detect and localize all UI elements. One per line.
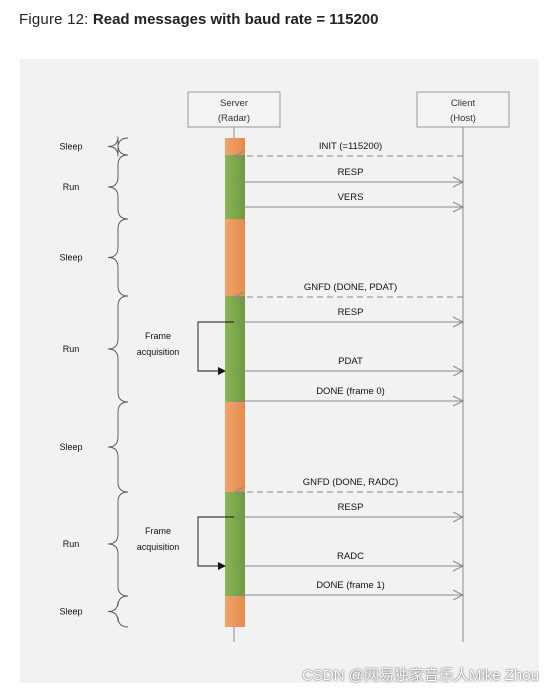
message-11: DONE (frame 1) [234,580,465,601]
phase-brace [107,136,129,157]
message-arrowhead [452,395,465,407]
activation-bar-sleep [225,596,245,627]
server-role: (Radar) [218,113,250,124]
message-arrowhead [452,316,465,328]
activation-bars [225,138,245,627]
phase-label-sleep: Sleep [59,607,82,617]
frame-label-line1: Frame [145,331,171,341]
frame-label-line2: acquisition [137,347,180,357]
message-arrowhead [452,560,465,572]
phase-brace [107,218,129,297]
message-label: RESP [338,502,364,513]
message-arrowhead [232,150,245,162]
message-arrowhead [232,486,245,498]
phase-brace [107,295,129,403]
phase-label-sleep: Sleep [59,253,82,263]
message-4: GNFD (DONE, PDAT) [232,282,463,303]
phase-brace [107,491,129,597]
message-6: PDAT [234,356,465,377]
activation-bar-sleep [225,402,245,492]
message-label: DONE (frame 1) [316,580,385,591]
message-arrowhead [452,365,465,377]
phase-brace [107,595,129,628]
phase-brace [107,401,129,493]
message-label: PDAT [338,356,363,367]
message-arrowhead [452,511,465,523]
phase-label-sleep: Sleep [59,442,82,452]
message-7: DONE (frame 0) [234,386,465,407]
message-arrowhead [452,176,465,188]
phase-brace [107,154,129,220]
message-label: GNFD (DONE, PDAT) [304,282,397,293]
message-label: VERS [338,192,364,203]
message-arrowhead [452,589,465,601]
frame-loop-line [197,321,234,372]
phase-label-run: Run [63,344,80,354]
message-8: GNFD (DONE, RADC) [232,477,463,498]
message-1: INIT (=115200) [232,141,463,162]
frame-label-line2: acquisition [137,542,180,552]
message-9: RESP [234,502,465,523]
client-role: (Host) [450,113,476,124]
activation-bar-sleep [225,219,245,296]
message-label: GNFD (DONE, RADC) [303,477,399,488]
message-label: DONE (frame 0) [316,386,385,397]
activation-bar-run [225,296,245,402]
server-name: Server [220,98,248,109]
figure-title: Read messages with baud rate = 115200 [92,11,379,28]
message-label: INIT (=115200) [319,141,382,152]
frame-label-line1: Frame [145,526,171,536]
frame-loop-arrowhead [218,562,226,570]
watermark: CSDN @网易独家音乐人Mike Zhou [302,667,539,684]
figure-number: Figure 12: [19,11,93,28]
message-arrowhead [452,201,465,213]
messages: INIT (=115200) RESP VERS GNFD (DONE, PDAT) R… [232,141,465,601]
frame-loop-line [197,516,234,567]
frame-loop-arrowhead [218,367,226,375]
phase-label-sleep: Sleep [59,142,82,152]
message-3: VERS [234,192,465,213]
message-5: RESP [234,307,465,328]
phase-label-run: Run [63,539,80,549]
phase-label-run: Run [63,182,80,192]
figure-caption: Figure 12: Read messages with baud rate … [19,11,378,28]
message-10: RADC [234,551,465,572]
server-header-box [187,91,281,128]
client-header-box [416,91,510,128]
message-arrowhead [232,291,245,303]
activation-bar-run [225,155,245,219]
client-name: Client [451,98,476,109]
message-label: RESP [338,167,364,178]
activation-bar-sleep [225,138,245,155]
message-label: RESP [338,307,364,318]
message-2: RESP [234,167,465,188]
message-label: RADC [337,551,364,562]
activation-bar-run [225,492,245,596]
